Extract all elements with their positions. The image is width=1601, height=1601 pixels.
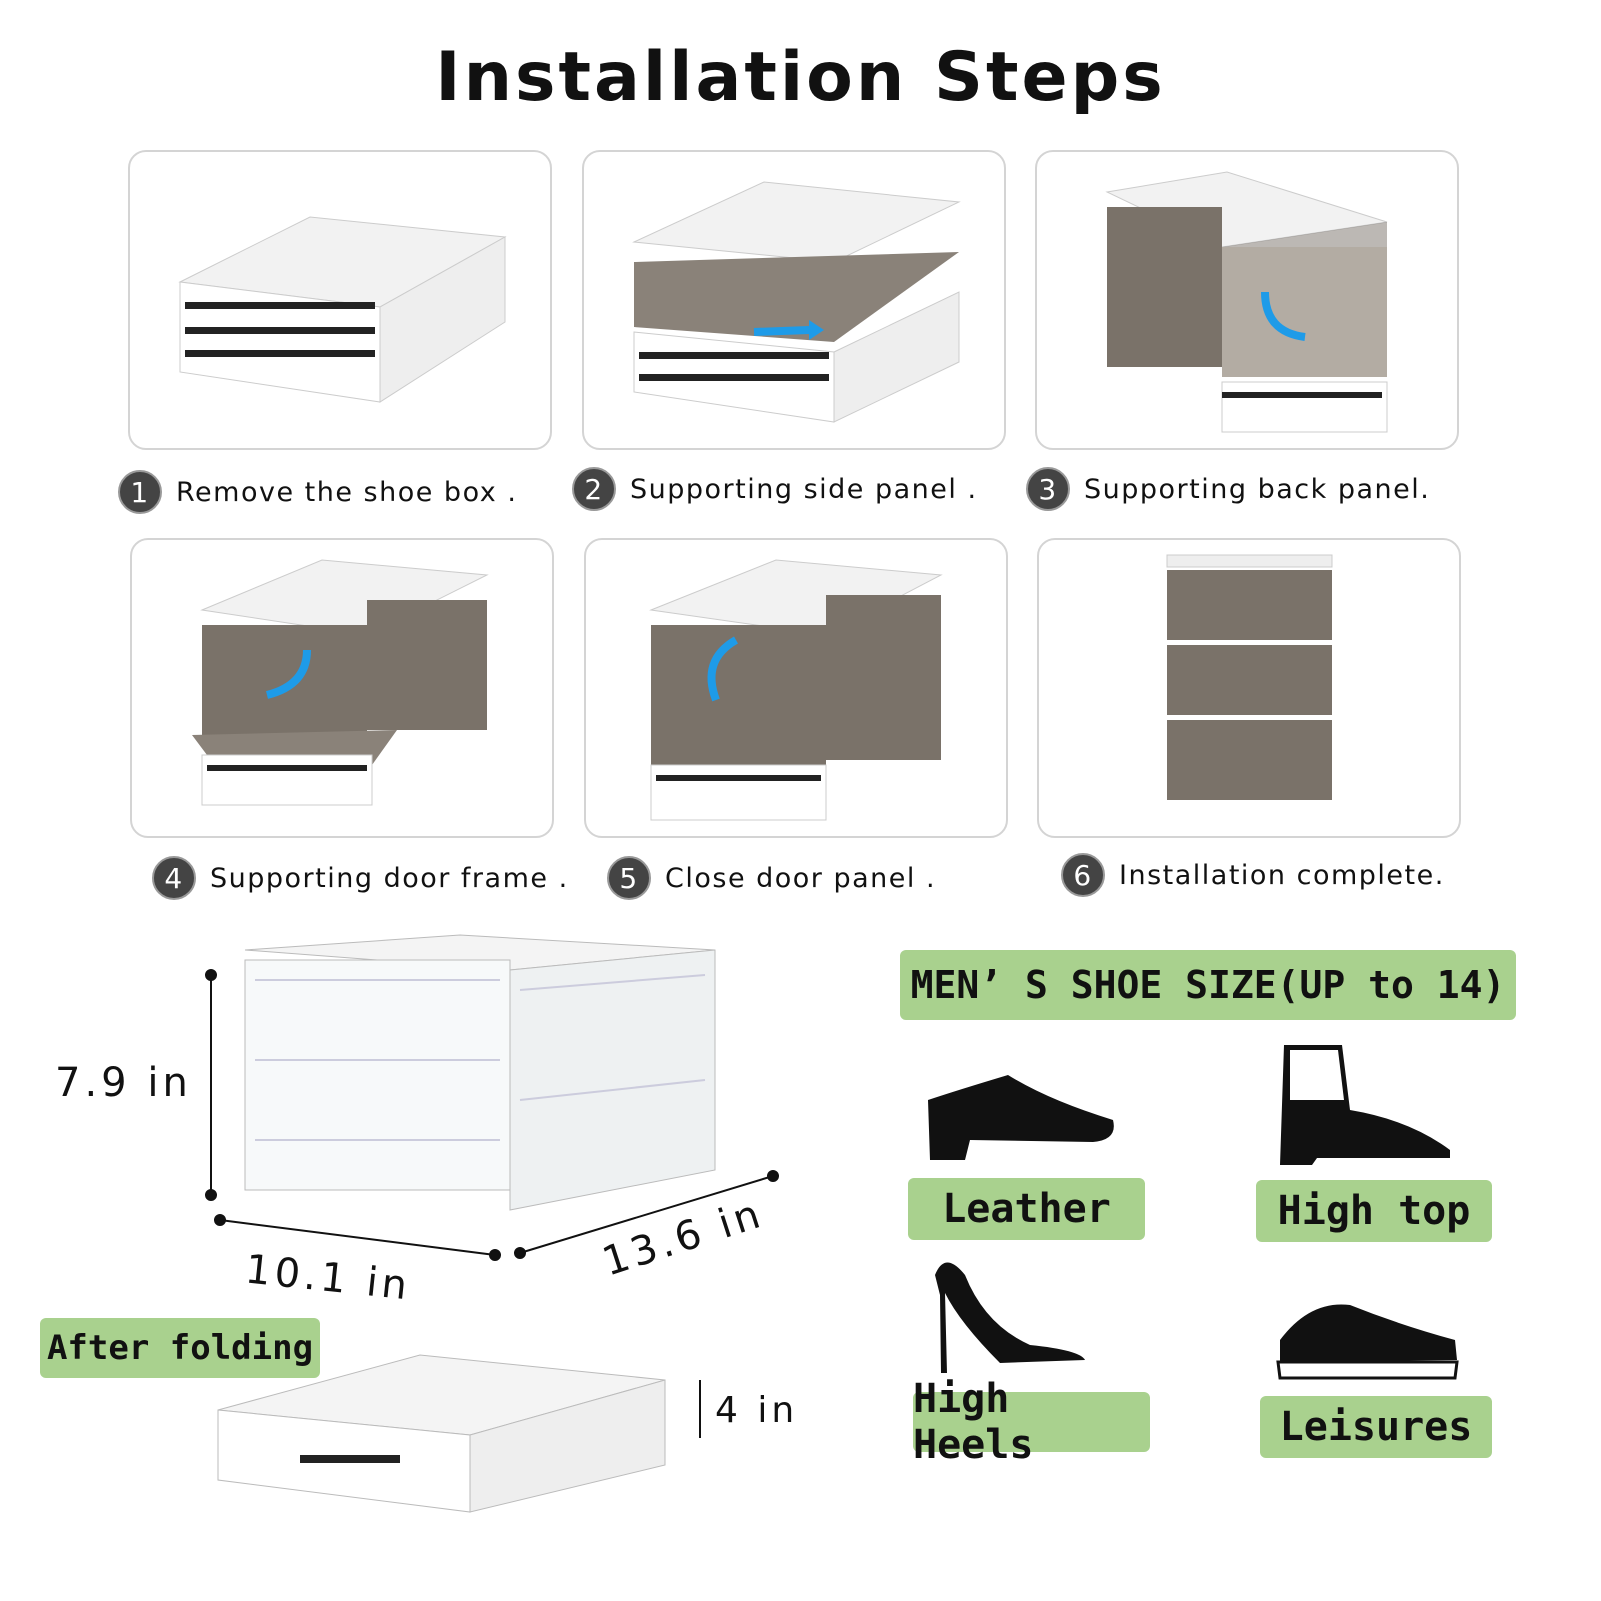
- leather-shoe-icon: [928, 1075, 1114, 1160]
- step-caption-2: 2 Supporting side panel .: [572, 467, 978, 511]
- step-number-badge: 6: [1061, 853, 1105, 897]
- step-number-badge: 3: [1026, 467, 1070, 511]
- step-label: Installation complete.: [1119, 859, 1445, 891]
- step-6-image: [1037, 538, 1461, 838]
- page-title: Installation Steps: [435, 38, 1166, 117]
- folded-height-dimension: 4 in: [715, 1390, 799, 1431]
- high-top-boot-icon: [1280, 1045, 1450, 1165]
- step-label: Supporting side panel .: [630, 473, 978, 505]
- step-5-image: [584, 538, 1008, 838]
- step-2-image: [582, 150, 1006, 450]
- after-folding-label: After folding: [40, 1318, 320, 1378]
- step-1-image: [128, 150, 552, 450]
- shoe-type-high-top: High top: [1256, 1180, 1492, 1242]
- step-caption-5: 5 Close door panel .: [607, 856, 936, 900]
- dimension-drawing: [205, 934, 779, 1513]
- shoe-type-leisures: Leisures: [1260, 1396, 1492, 1458]
- step-number-badge: 5: [607, 856, 651, 900]
- step-number-badge: 1: [118, 470, 162, 514]
- step-caption-4: 4 Supporting door frame .: [152, 856, 569, 900]
- shoe-type-leather: Leather: [908, 1178, 1145, 1240]
- step-4-image: [130, 538, 554, 838]
- sneaker-icon: [1276, 1304, 1459, 1380]
- step-caption-3: 3 Supporting back panel.: [1026, 467, 1430, 511]
- step-caption-1: 1 Remove the shoe box .: [118, 470, 517, 514]
- shoe-size-banner: MEN’ S SHOE SIZE(UP to 14): [900, 950, 1516, 1020]
- high-heel-icon: [935, 1262, 1085, 1373]
- height-dimension: 7.9 in: [55, 1060, 192, 1106]
- step-number-badge: 4: [152, 856, 196, 900]
- shoe-type-high-heels: High Heels: [913, 1376, 1150, 1468]
- step-caption-6: 6 Installation complete.: [1061, 853, 1445, 897]
- step-label: Supporting door frame .: [210, 862, 569, 894]
- step-label: Remove the shoe box .: [176, 476, 518, 508]
- step-number-badge: 2: [572, 467, 616, 511]
- step-label: Supporting back panel.: [1084, 473, 1431, 505]
- step-label: Close door panel .: [665, 862, 937, 894]
- step-3-image: [1035, 150, 1459, 450]
